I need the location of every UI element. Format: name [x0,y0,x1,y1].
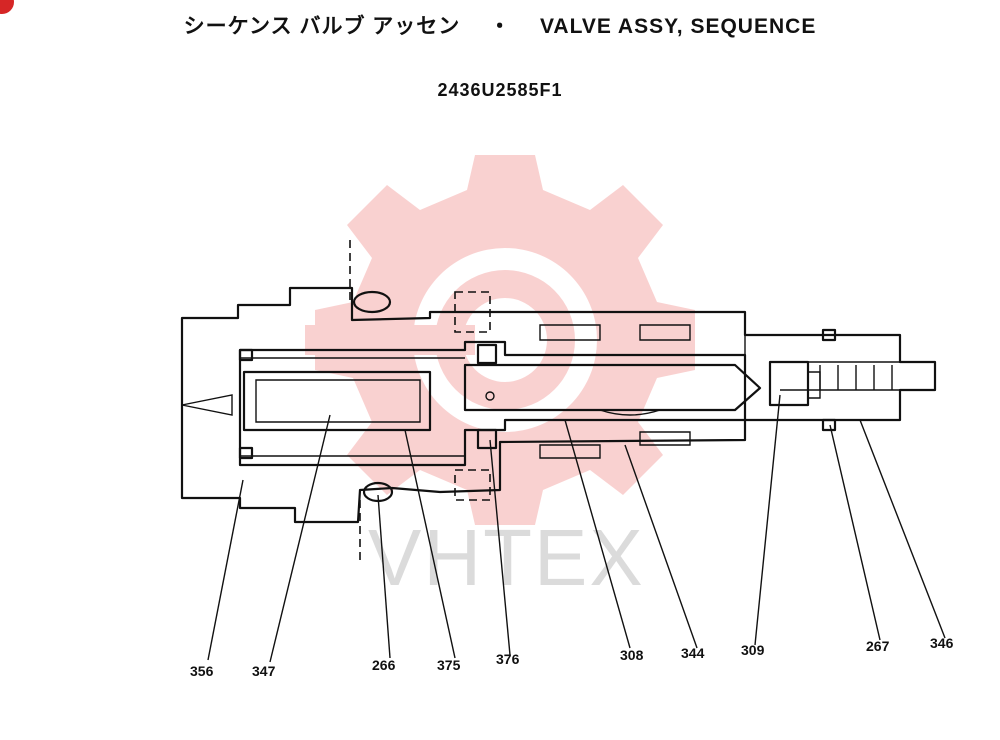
piston-347 [242,370,432,432]
callout-356: 356 [190,663,214,679]
seal-375 [238,348,254,460]
leader-lines [207,394,946,663]
drawing-title: シーケンス バルブ アッセン ・ VALVE ASSY, SEQUENCE [0,10,1000,40]
part-number: 2436U2585F1 [437,80,563,100]
backup-ring-376 [476,343,498,450]
callout-309: 309 [741,642,765,658]
watermark-logo-icon [305,155,695,525]
internal-bore [238,340,747,467]
o-ring-267 [821,328,837,432]
watermark-text: VHTEX [368,513,645,602]
callout-267: 267 [866,638,890,654]
title-english: VALVE ASSY, SEQUENCE [539,15,817,38]
callout-344: 344 [681,645,705,661]
callout-347: 347 [252,663,276,679]
callout-375: 375 [437,657,461,673]
sleeve-344 [454,291,491,501]
spool-308 [463,324,762,459]
title-japanese: シーケンス バルブ アッセン [183,15,461,38]
callout-308: 308 [620,647,644,663]
plug-309 [768,360,821,407]
callout-376: 376 [496,651,520,667]
title-separator: ・ [489,15,512,38]
callout-346: 346 [930,635,954,651]
callout-labels: 356 347 266 375 376 308 344 309 267 346 [190,635,954,679]
callout-266: 266 [372,657,396,673]
